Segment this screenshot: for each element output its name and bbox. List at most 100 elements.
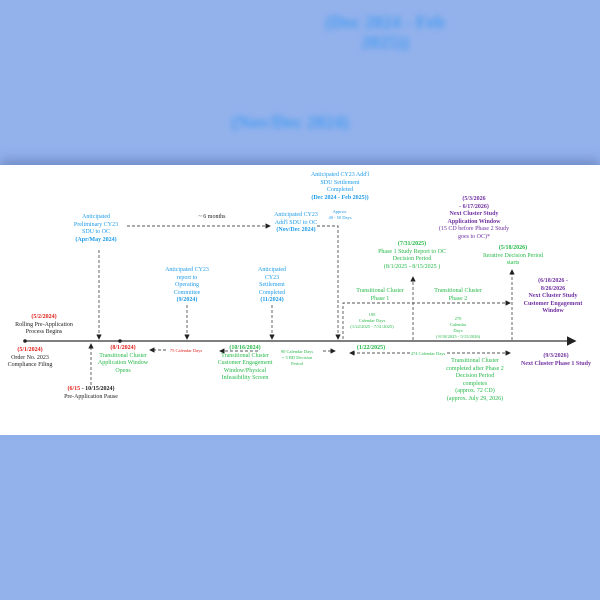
next-engage-line: (6/18/2026 - bbox=[538, 278, 568, 284]
window-opens-line: Opens bbox=[115, 367, 131, 374]
engagement-line: Infeasibility Screen bbox=[221, 375, 269, 382]
window-opens-date: (8/1/2024) bbox=[110, 345, 136, 351]
iterative-date: (5/18/2026) bbox=[498, 245, 528, 251]
phase1-report-line: Phase 1 Study Report to OC bbox=[378, 248, 446, 255]
report-date: (9/2024) bbox=[176, 297, 198, 304]
engagement-line: Customer Engagement bbox=[217, 360, 273, 367]
days-270-line: ( 8/18/2025 - 5/15/2026) bbox=[435, 334, 481, 339]
phase2-line: Phase 2 bbox=[448, 295, 468, 302]
days-190-label: 190 Calendar Days (1/22/2025 - 7/31/2025… bbox=[350, 312, 393, 330]
days-270-line: Days bbox=[453, 328, 463, 333]
days-90-line: Period bbox=[291, 361, 303, 366]
days-270-label: 270 Calendar Days ( 8/18/2025 - 5/15/202… bbox=[436, 316, 480, 340]
settlement-line: Settlement bbox=[259, 282, 285, 289]
days-270-line: Calendar bbox=[449, 322, 467, 327]
next-engage-line: Window bbox=[542, 308, 564, 315]
next-app-line: goes to OC)* bbox=[457, 233, 490, 240]
report-to-oc: Anticipated CY23 report to Operating Com… bbox=[165, 267, 209, 305]
addl-sdu-line: Add'l SDU to OC bbox=[274, 219, 318, 226]
days-190-line: (1/22/2025 - 7/31/2025) bbox=[350, 324, 394, 329]
next-engage-line: Next Cluster Study bbox=[528, 293, 578, 300]
next-app-line: (5/3/2026 bbox=[462, 196, 486, 202]
phase2-line: Transitional Cluster bbox=[434, 288, 482, 294]
rolling-date: (5/2/2024) bbox=[31, 314, 57, 320]
phase1-report-line: Decision Period bbox=[392, 256, 432, 263]
phase1-start-date: (1/22/2025) bbox=[356, 345, 386, 351]
settlement-line: Completed bbox=[258, 289, 286, 296]
next-cluster-phase1: (9/3/2026) Next Cluster Phase 1 Study bbox=[521, 353, 591, 368]
days-190-line: Calendar Days bbox=[358, 318, 386, 323]
phase2-label: Transitional Cluster Phase 2 bbox=[434, 288, 482, 303]
cluster-completed: Transitional Cluster completed after Pha… bbox=[446, 358, 503, 404]
next-cluster-application: (5/3/2026 - 6/17/2026) Next Cluster Stud… bbox=[439, 196, 509, 242]
timeline-panel bbox=[0, 165, 600, 435]
days-90-line: 90 Calendar Days bbox=[280, 349, 314, 354]
phase1-line: Phase 1 bbox=[370, 295, 390, 302]
timeline-dots bbox=[23, 339, 122, 343]
completed-line: (approx. 72 CD) bbox=[455, 388, 495, 395]
next-app-line: Application Window bbox=[447, 218, 501, 225]
blurred-background-text: (Dec 2024 - Feb 2025)) bbox=[325, 12, 445, 52]
rolling-line: Process Begins bbox=[25, 329, 63, 336]
phase1-report-line: (8/1/2025 - 8/15/2025 ) bbox=[383, 263, 441, 270]
rolling-pre-application: (5/2/2024) Rolling Pre-Application Proce… bbox=[15, 314, 73, 337]
window-opens: (8/1/2024) Transitional Cluster Applicat… bbox=[98, 345, 148, 375]
addl-settlement-line: SDU Settlement bbox=[320, 179, 360, 186]
rolling-line: Rolling Pre-Application bbox=[15, 321, 73, 328]
phase1-line: Transitional Cluster bbox=[356, 288, 404, 294]
days-270-line: 270 bbox=[454, 316, 462, 321]
completed-line: Decision Period bbox=[455, 373, 495, 380]
days-474-label: 474 Calendar Days bbox=[410, 351, 446, 356]
next-cluster-engagement: (6/18/2026 - 8/26/2026 Next Cluster Stud… bbox=[524, 278, 583, 316]
addl-settlement-date: (Dec 2024 - Feb 2025)) bbox=[311, 194, 369, 201]
prelim-line: Preliminary CY23 bbox=[73, 221, 119, 228]
settlement-line: CY23 bbox=[264, 274, 280, 281]
pause-start: (6/15 bbox=[67, 386, 81, 392]
prelim-line: SDU to OC bbox=[81, 229, 111, 236]
window-opens-line: Application Window bbox=[97, 360, 149, 367]
order-date: (5/1/2024) bbox=[17, 347, 43, 353]
days-190-line: 190 bbox=[368, 312, 376, 317]
approx-days: Approx. 40 - 50 Days bbox=[328, 209, 351, 221]
next-app-line: Next Cluster Study bbox=[449, 211, 499, 218]
next-phase1-label: Next Cluster Phase 1 Study bbox=[521, 360, 591, 367]
iterative-line: Iterative Decision Period bbox=[483, 252, 543, 259]
report-line: Anticipated CY23 bbox=[165, 267, 209, 273]
customer-engagement: (10/16/2024) Transitional Cluster Custom… bbox=[218, 345, 273, 383]
approx-line: Approx. bbox=[332, 209, 348, 214]
order-line: Order No. 2023 bbox=[11, 354, 49, 361]
completed-line: Transitional Cluster bbox=[451, 358, 499, 364]
addl-sdu-line: Anticipated CY23 bbox=[274, 212, 318, 218]
days-90-label: 90 Calendar Days + 5 BD Decision Period bbox=[281, 349, 313, 367]
addl-settlement-line: Anticipated CY23 Add'l bbox=[310, 172, 370, 178]
days-90-line: + 5 BD Decision bbox=[281, 355, 313, 360]
preliminary-sdu: Anticipated Preliminary CY23 SDU to OC (… bbox=[74, 214, 118, 244]
completed-line: completed after Phase 2 bbox=[446, 365, 504, 372]
settlement-completed: Anticipated CY23 Settlement Completed (1… bbox=[258, 267, 286, 305]
order-line: Compliance Filing bbox=[7, 362, 53, 369]
next-engage-line: 8/26/2026 bbox=[540, 285, 566, 292]
window-opens-line: Transitional Cluster bbox=[99, 352, 147, 359]
pause-end: - 10/15/2024) bbox=[80, 386, 115, 392]
iterative-decision: (5/18/2026) Iterative Decision Period st… bbox=[483, 245, 543, 268]
next-phase1-date: (9/3/2026) bbox=[543, 353, 569, 359]
addl-sdu-date: (Nov/Dec 2024) bbox=[276, 227, 316, 234]
report-line: Operating bbox=[174, 282, 199, 289]
engagement-line: Transitional Cluster bbox=[221, 352, 269, 359]
next-app-line: (15 CD before Phase 2 Study bbox=[438, 226, 510, 233]
approx-line: 40 - 50 Days bbox=[328, 215, 352, 220]
addl-settlement-line: Completed bbox=[326, 187, 354, 194]
dashed-connectors bbox=[88, 223, 515, 385]
order-2023-filing: (5/1/2024) Order No. 2023 Compliance Fil… bbox=[8, 347, 53, 370]
report-line: report to bbox=[176, 274, 198, 281]
engagement-line: Window/Physical bbox=[223, 367, 267, 374]
report-line: Committee bbox=[173, 289, 201, 296]
iterative-line: starts bbox=[506, 260, 520, 267]
next-engage-line: Customer Engagement bbox=[523, 300, 583, 307]
six-months-label: ~ 6 months bbox=[198, 214, 226, 220]
addl-sdu-settlement: Anticipated CY23 Add'l SDU Settlement Co… bbox=[311, 172, 369, 202]
pre-application-pause: (6/15 - 10/15/2024) Pre-Application Paus… bbox=[64, 386, 118, 401]
blurred-background-text-2: (Nov/Dec 2024) bbox=[231, 112, 349, 132]
phase1-report: (7/31/2025) Phase 1 Study Report to OC D… bbox=[378, 241, 446, 271]
